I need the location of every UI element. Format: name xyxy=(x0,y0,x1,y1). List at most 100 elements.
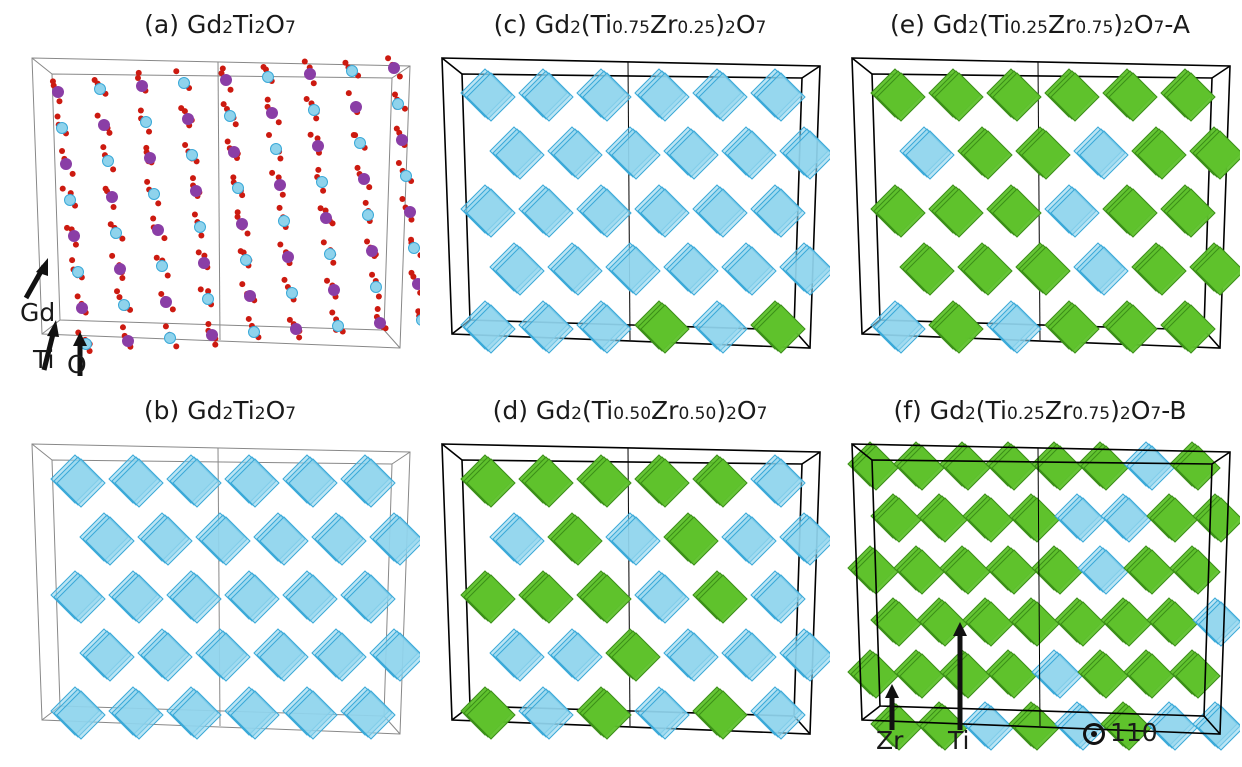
oxygen-atom xyxy=(396,73,403,80)
gd-atom xyxy=(198,257,210,269)
arrow-icons xyxy=(885,622,967,730)
ti-atom xyxy=(286,287,298,299)
oxygen-atom xyxy=(72,241,79,248)
gd-atom xyxy=(290,323,302,335)
ti-atom xyxy=(64,194,76,206)
ti-atom xyxy=(346,65,358,77)
oxygen-atom xyxy=(56,98,63,105)
zr-octahedron xyxy=(963,246,1013,296)
gd-atom xyxy=(328,284,340,296)
zr-octahedron xyxy=(1129,653,1175,699)
oxygen-atom xyxy=(279,191,286,198)
zr-octahedron xyxy=(1014,601,1060,647)
gd-atom xyxy=(144,152,156,164)
ti-atom xyxy=(240,254,252,266)
ti-octahedron xyxy=(669,632,719,682)
oxygen-atom xyxy=(317,205,324,212)
o-label: O xyxy=(67,350,87,379)
panel-title: (f) Gd2(Ti0.25Zr0.75)2O7-B xyxy=(893,396,1187,425)
panel-e: (e) Gd2(Ti0.25Zr0.75)2O7-A xyxy=(840,10,1240,380)
oxygen-atom xyxy=(161,235,168,242)
zr-octahedron xyxy=(876,601,922,647)
oxygen-atom xyxy=(310,80,317,87)
oxygen-atom xyxy=(224,138,231,145)
oxygen-atom xyxy=(320,239,327,246)
zr-octahedron xyxy=(899,653,945,699)
oxygen-atom xyxy=(354,164,361,171)
oxygen-atom xyxy=(114,288,121,295)
oxygen-atom xyxy=(169,306,176,313)
zr-octahedron xyxy=(945,653,991,699)
oxygen-atom xyxy=(417,252,420,259)
polyhedra-view xyxy=(851,57,1240,354)
ti-octahedron xyxy=(1037,653,1083,699)
ti-octahedron xyxy=(495,246,545,296)
ti-octahedron xyxy=(230,458,280,508)
ti-octahedron xyxy=(114,458,164,508)
panel-d: (d) Gd2(Ti0.50Zr0.50)2O7 xyxy=(430,396,830,766)
ti-octahedron xyxy=(495,516,545,566)
ti-octahedron xyxy=(640,574,690,624)
oxygen-atom xyxy=(329,220,336,227)
oxygen-atom xyxy=(146,128,153,135)
gd-atom xyxy=(312,140,324,152)
gd-atom xyxy=(266,107,278,119)
gd-atom xyxy=(68,230,80,242)
ti-octahedron xyxy=(1198,601,1240,647)
zr-octahedron xyxy=(582,574,632,624)
oxygen-atom xyxy=(155,200,162,207)
zr-octahedron xyxy=(876,497,922,543)
ti-atom xyxy=(202,293,214,305)
oxygen-atom xyxy=(401,105,408,112)
zr-octahedron xyxy=(756,304,806,354)
ti-octahedron xyxy=(259,632,309,682)
zr-octahedron xyxy=(1060,601,1106,647)
oxygen-atom xyxy=(59,147,66,154)
zr-octahedron xyxy=(934,72,984,122)
zr-octahedron xyxy=(853,653,899,699)
ti-octahedron xyxy=(785,246,830,296)
oxygen-atom xyxy=(266,132,273,139)
oxygen-atom xyxy=(345,90,352,97)
oxygen-atom xyxy=(342,59,349,66)
view-direction-icon xyxy=(1083,723,1105,745)
oxygen-atom xyxy=(329,309,336,316)
ti-octahedron xyxy=(876,304,926,354)
ti-atom xyxy=(94,83,106,95)
ti-octahedron xyxy=(56,690,106,740)
oxygen-atom xyxy=(219,65,226,72)
oxygen-atom xyxy=(395,160,402,167)
oxygen-atom xyxy=(314,135,321,142)
ti-octahedron xyxy=(785,516,830,566)
zr-octahedron xyxy=(582,690,632,740)
ti-octahedron xyxy=(640,690,690,740)
ti-atom xyxy=(102,155,114,167)
oxygen-atom xyxy=(315,166,322,173)
ti-atom xyxy=(262,71,274,83)
panel-c: (c) Gd2(Ti0.75Zr0.25)2O7 xyxy=(430,10,830,380)
ti-label: Ti xyxy=(33,345,55,374)
panel-title: (d) Gd2(Ti0.50Zr0.50)2O7 xyxy=(492,396,768,425)
gd-atom xyxy=(182,113,194,125)
ti-octahedron xyxy=(756,690,806,740)
polyhedra-view xyxy=(31,443,420,740)
gd-atom xyxy=(160,296,172,308)
ti-octahedron xyxy=(1079,130,1129,180)
oxygen-atom xyxy=(110,203,117,210)
ti-octahedron xyxy=(56,458,106,508)
oxygen-atom xyxy=(162,323,169,330)
ti-octahedron xyxy=(756,72,806,122)
zr-octahedron xyxy=(611,632,661,682)
unit-cell-box xyxy=(851,443,1231,735)
zr-octahedron xyxy=(1050,72,1100,122)
gd-atom xyxy=(60,158,72,170)
ti-atom xyxy=(408,242,420,254)
ti-octahedron xyxy=(553,130,603,180)
zr-octahedron xyxy=(1195,130,1240,180)
ti-octahedron xyxy=(785,130,830,180)
oxygen-atom xyxy=(232,121,239,128)
ti-atom xyxy=(270,143,282,155)
ti-octahedron xyxy=(56,574,106,624)
oxygen-atom xyxy=(275,119,282,126)
gd-atom xyxy=(304,68,316,80)
